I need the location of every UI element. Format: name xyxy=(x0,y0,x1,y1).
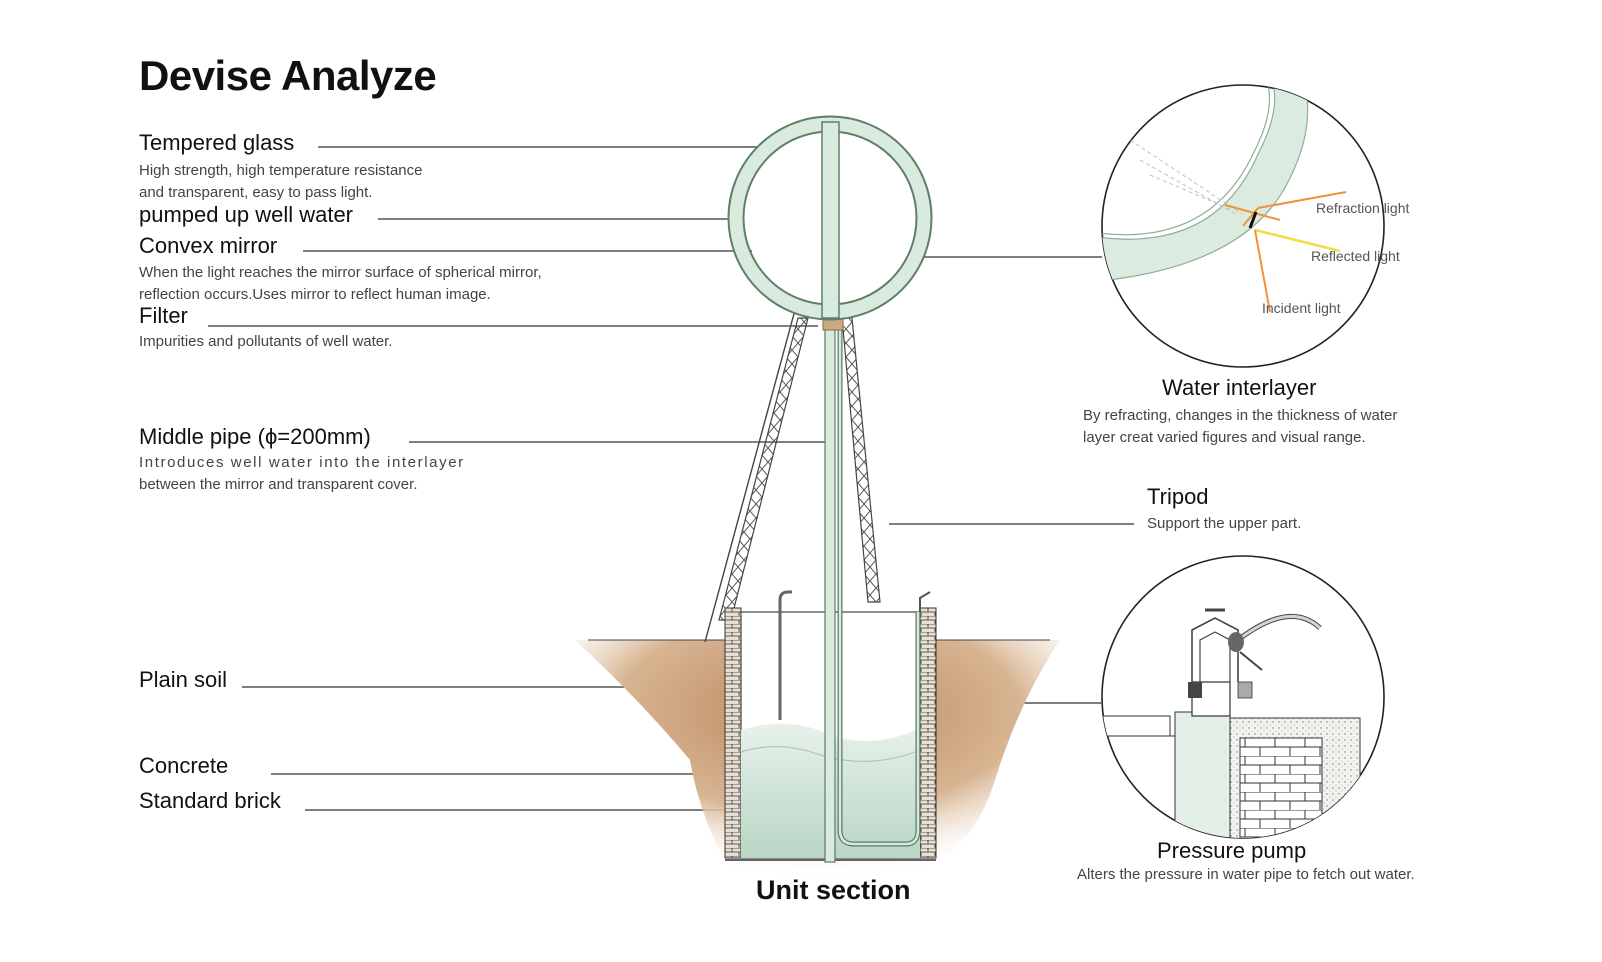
desc-pressure-pump: Alters the pressure in water pipe to fet… xyxy=(1077,866,1415,883)
tripod-legs xyxy=(704,309,881,643)
left-brick-wall xyxy=(724,607,742,859)
desc-tempered-glass-1: High strength, high temperature resistan… xyxy=(139,162,423,179)
glass-ring xyxy=(727,115,933,321)
suction-pipe xyxy=(778,590,792,720)
label-middle-pipe: Middle pipe (ϕ=200mm) xyxy=(139,424,371,449)
label-convex-mirror: Convex mirror xyxy=(139,233,278,258)
label-water-interlayer: Water interlayer xyxy=(1162,375,1317,400)
label-tempered-glass: Tempered glass xyxy=(139,130,295,155)
desc-water-interlayer-2: layer creat varied figures and visual ra… xyxy=(1083,429,1366,446)
desc-tempered-glass-2: and transparent, easy to pass light. xyxy=(139,184,373,201)
label-standard-brick: Standard brick xyxy=(139,788,281,813)
desc-convex-mirror-1: When the light reaches the mirror surfac… xyxy=(139,264,542,281)
label-pressure-pump: Pressure pump xyxy=(1157,838,1307,863)
reflected-light-label: Reflected light xyxy=(1311,248,1400,264)
label-concrete: Concrete xyxy=(139,753,229,778)
label-pumped-water: pumped up well water xyxy=(139,202,354,227)
desc-convex-mirror-2: reflection occurs.Uses mirror to reflect… xyxy=(139,286,491,303)
desc-filter: Impurities and pollutants of well water. xyxy=(139,333,393,350)
desc-tripod: Support the upper part. xyxy=(1147,515,1302,532)
detail-water-interlayer: Refraction light Reflected light Inciden… xyxy=(1101,84,1409,368)
page-title: Devise Analyze xyxy=(139,52,437,99)
desc-middle-pipe-1: Introduces well water into the interlaye… xyxy=(139,454,465,471)
pump-handle xyxy=(919,591,931,618)
label-filter: Filter xyxy=(139,303,188,328)
desc-water-interlayer-1: By refracting, changes in the thickness … xyxy=(1083,407,1398,424)
detail-pressure-pump xyxy=(1101,555,1385,839)
label-plain-soil: Plain soil xyxy=(139,667,228,692)
refraction-light-label: Refraction light xyxy=(1316,200,1409,216)
right-brick-wall xyxy=(919,607,937,859)
label-tripod: Tripod xyxy=(1147,484,1209,509)
incident-light-label: Incident light xyxy=(1262,300,1341,316)
desc-middle-pipe-2: between the mirror and transparent cover… xyxy=(139,476,418,493)
